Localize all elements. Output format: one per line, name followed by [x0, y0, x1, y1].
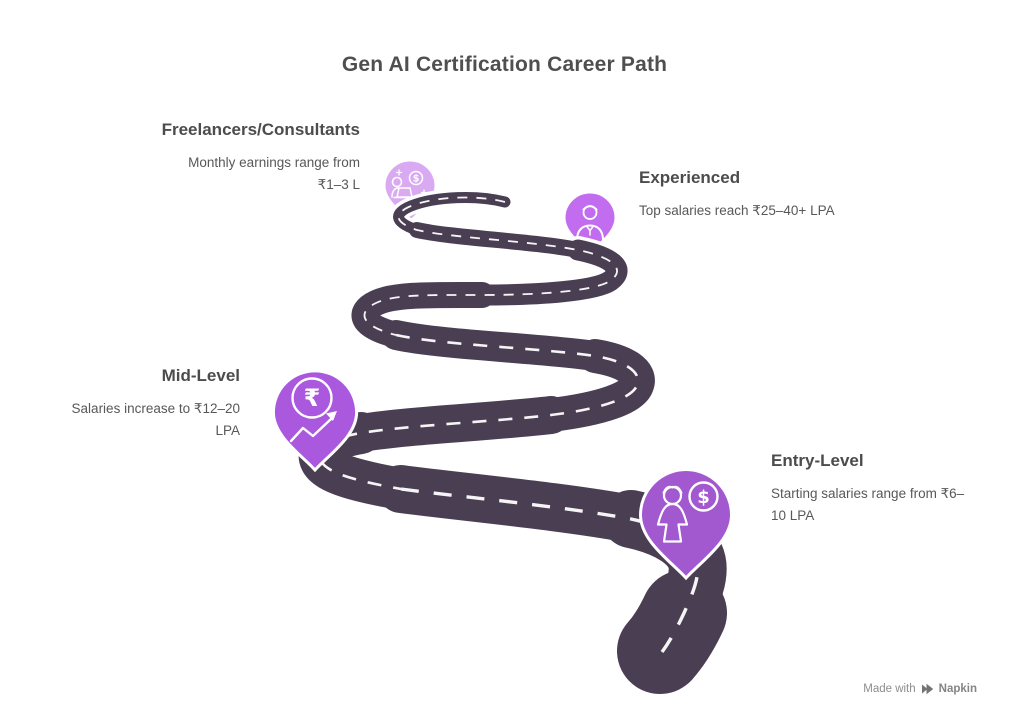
pin-mid-level: ₹: [271, 369, 359, 473]
milestone-label: Entry-Level: [771, 451, 864, 470]
dollar-glyph: $: [697, 487, 710, 508]
rupee-glyph: ₹: [304, 384, 321, 412]
milestone-freelancers: Freelancers/Consultants Monthly earnings…: [100, 120, 360, 196]
growth-arrow-line: [289, 417, 333, 443]
lane-dashes: [318, 333, 640, 491]
milestone-description: Top salaries reach ₹25–40+ LPA: [639, 203, 835, 218]
dollar-glyph: $: [413, 174, 420, 185]
growth-arrow-head: [326, 411, 337, 421]
lane-dashes: [363, 196, 618, 336]
person-hair: [662, 485, 683, 494]
made-with-napkin-watermark: Made with Napkin: [863, 683, 977, 695]
milestone-description: Starting salaries range from ₹6–10 LPA: [771, 486, 965, 523]
milestone-label: Mid-Level: [161, 366, 240, 385]
milestone-description: Monthly earnings range from ₹1–3 L: [188, 155, 360, 192]
milestone-experienced: Experienced Top salaries reach ₹25–40+ L…: [639, 168, 899, 222]
page-title: Gen AI Certification Career Path: [341, 53, 668, 76]
rupee-coin: [291, 377, 333, 419]
watermark-brand: Napkin: [938, 683, 977, 695]
milestone-entry-level: Entry-Level Starting salaries range from…: [771, 451, 1001, 527]
milestone-description: Salaries increase to ₹12–20 LPA: [71, 401, 240, 438]
napkin-logo-icon: [921, 683, 933, 695]
watermark-prefix: Made with: [863, 683, 916, 695]
person-collar: [585, 225, 595, 236]
milestone-mid-level: Mid-Level Salaries increase to ₹12–20 LP…: [0, 366, 240, 442]
professional-bust-icon: [576, 205, 604, 241]
sparkle: [395, 169, 403, 176]
person-body: [391, 187, 399, 198]
person-head: [391, 176, 403, 188]
milestone-label: Freelancers/Consultants: [161, 120, 360, 139]
dollar-coin: [408, 170, 424, 186]
person-dollar-coin-icon: $: [656, 481, 719, 543]
road-surface: [298, 192, 727, 694]
lane-dashes: [400, 487, 700, 653]
pin-entry-level: $: [639, 468, 733, 581]
freelancer-laptop-dollar-icon: $: [391, 169, 428, 199]
road-center-line: [318, 196, 700, 653]
person-shoulders: [576, 224, 604, 241]
road-segment: [381, 320, 610, 371]
person-hair: [582, 205, 598, 211]
person-dress: [656, 502, 689, 543]
dollar-coin: [688, 481, 719, 512]
rupee-coin-growth-arrow-icon: ₹: [289, 377, 337, 443]
milestone-label: Experienced: [639, 168, 741, 187]
location-pin-icon: [271, 369, 359, 473]
